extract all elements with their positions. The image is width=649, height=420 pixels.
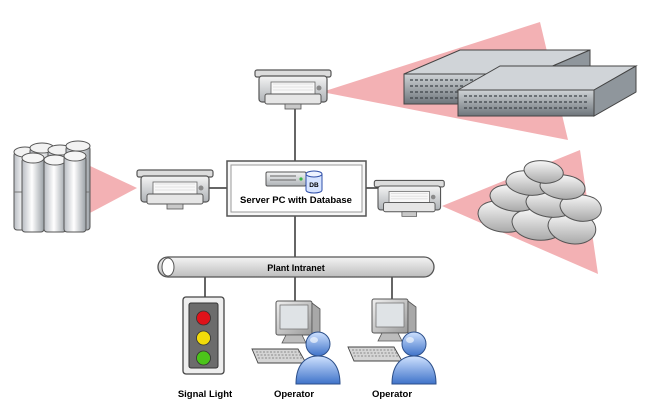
pipe-bundle-icon — [13, 140, 91, 233]
scanner-icon — [254, 69, 332, 110]
operator-workstation-2: Operator — [347, 298, 437, 400]
database-badge: DB — [309, 182, 319, 189]
yellow-lamp-icon — [196, 330, 211, 346]
computer-icon — [251, 300, 321, 364]
right-scanner — [373, 179, 445, 217]
server-box: DB Server PC with Database — [226, 160, 367, 217]
top-scanner — [254, 69, 332, 110]
scanner-icon — [136, 169, 214, 210]
intranet-label: Plant Intranet — [267, 263, 325, 273]
server-label: Server PC with Database — [240, 195, 352, 206]
server-icon — [265, 171, 307, 187]
scanner-icon — [373, 179, 445, 217]
operator-1-label: Operator — [274, 389, 314, 400]
left-scan-beam — [88, 165, 137, 214]
sack-pile-icon — [477, 160, 602, 245]
signal-light: Signal Light — [178, 296, 233, 400]
left-scanner — [136, 169, 214, 210]
operator-2-label: Operator — [372, 389, 412, 400]
plant-intranet-bus: Plant Intranet — [157, 256, 435, 278]
signal-light-label: Signal Light — [178, 389, 233, 400]
red-lamp-icon — [196, 310, 211, 326]
operator-workstation-1: Operator — [251, 300, 341, 400]
green-lamp-icon — [196, 350, 211, 366]
stacked-beams-icon — [403, 49, 638, 117]
database-icon: DB — [305, 170, 323, 194]
